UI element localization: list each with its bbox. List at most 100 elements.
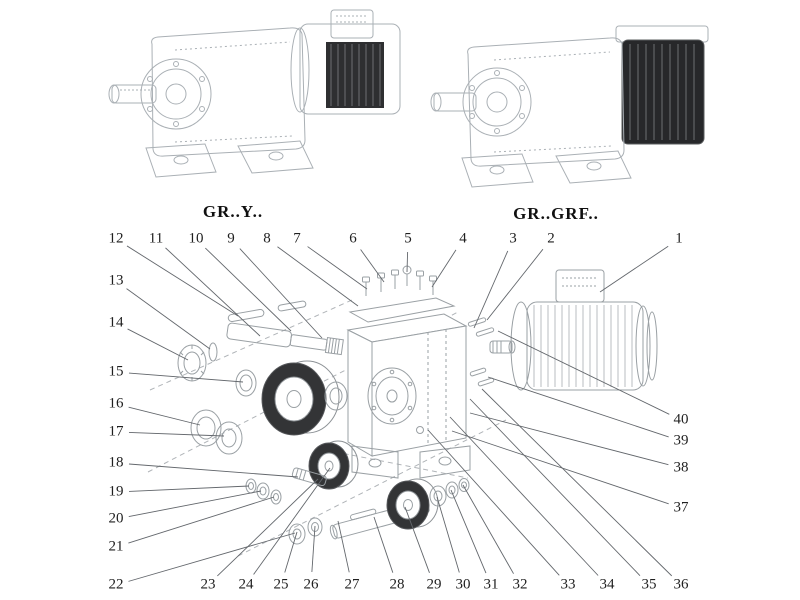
- callout-9: 9: [225, 230, 237, 248]
- leader-line-27: [337, 520, 350, 573]
- callout-12: 12: [106, 230, 126, 248]
- leader-line-3: [473, 250, 509, 329]
- bearing-pair: [190, 409, 243, 455]
- input-face: [140, 58, 212, 130]
- leader-line-21: [128, 496, 275, 544]
- callout-18: 18: [106, 454, 126, 472]
- leader-line-15: [128, 372, 244, 383]
- leader-line-24: [253, 467, 331, 575]
- leader-line-36: [481, 388, 673, 577]
- callout-16: 16: [106, 395, 126, 413]
- drain-plug: [416, 426, 424, 434]
- callout-37: 37: [671, 499, 691, 517]
- output-shaft-stub: [433, 92, 477, 112]
- leader-line-9: [239, 248, 323, 339]
- mounting-foot: [555, 150, 632, 184]
- leader-line-6: [360, 249, 385, 283]
- callout-24: 24: [236, 576, 256, 594]
- leader-line-33: [427, 429, 560, 576]
- leader-line-34: [449, 416, 599, 576]
- output-washers: [429, 478, 470, 507]
- callout-20: 20: [106, 510, 126, 528]
- leader-line-32: [462, 484, 514, 574]
- leader-line-14: [127, 328, 189, 361]
- intermediate-gear: [291, 440, 359, 490]
- assembled-unit-gr-grf-drawing: [430, 25, 709, 188]
- callout-7: 7: [291, 230, 303, 248]
- motor-flange: [510, 301, 532, 391]
- callout-15: 15: [106, 363, 126, 381]
- callout-1: 1: [673, 230, 685, 248]
- fan-cover: [646, 311, 658, 381]
- leader-line-39: [487, 376, 669, 438]
- callout-23: 23: [198, 576, 218, 594]
- bearing-upper: [177, 344, 207, 382]
- output-gear: [386, 478, 439, 530]
- leader-line-26: [311, 525, 316, 573]
- leader-line-22: [128, 532, 296, 582]
- callout-30: 30: [453, 576, 473, 594]
- assembled-unit-gr-y-drawing: [108, 9, 401, 178]
- leader-line-28: [373, 516, 394, 573]
- leader-line-16: [128, 406, 201, 426]
- cover-plate: [348, 297, 456, 323]
- callout-22: 22: [106, 576, 126, 594]
- callout-14: 14: [106, 314, 126, 332]
- leader-line-8: [277, 246, 359, 307]
- finned-cooling-box: [621, 39, 705, 145]
- motor-casing: [299, 23, 401, 115]
- callout-27: 27: [342, 576, 362, 594]
- bearing-small: [324, 381, 348, 411]
- callout-31: 31: [481, 576, 501, 594]
- leader-line-5: [406, 251, 409, 273]
- callout-33: 33: [558, 576, 578, 594]
- leader-line-29: [404, 506, 430, 573]
- leader-line-23: [217, 478, 319, 577]
- gearbox-body: [467, 37, 625, 167]
- large-gear: [261, 360, 340, 436]
- shaft-keys: [227, 300, 307, 323]
- callout-19: 19: [106, 483, 126, 501]
- seal-ring: [235, 369, 257, 397]
- leader-lines: [126, 245, 673, 582]
- callout-38: 38: [671, 459, 691, 477]
- cover-bolts: [362, 265, 437, 296]
- leader-line-11: [165, 247, 261, 337]
- leader-line-13: [126, 288, 211, 350]
- variant-title-gr-y: GR..Y..: [202, 202, 264, 221]
- motor-flange: [290, 27, 310, 113]
- gear-housing: [346, 297, 471, 479]
- terminal-box: [555, 269, 605, 303]
- leader-line-35: [469, 398, 641, 576]
- callout-3: 3: [507, 230, 519, 248]
- gearbox-body: [151, 27, 306, 157]
- output-shaft-stub: [111, 84, 157, 104]
- leader-line-37: [451, 430, 669, 505]
- motor-studs: [467, 317, 495, 387]
- housing-foot: [419, 445, 471, 479]
- variant-title-gr-grf: GR..GRF..: [513, 204, 599, 223]
- leader-line-2: [486, 248, 544, 321]
- leader-line-4: [431, 249, 457, 288]
- retaining-ring: [208, 342, 218, 362]
- housing-foot: [351, 445, 399, 479]
- callout-32: 32: [510, 576, 530, 594]
- leader-line-30: [436, 496, 460, 573]
- callout-36: 36: [671, 576, 691, 594]
- leader-line-25: [284, 531, 298, 573]
- callout-17: 17: [106, 423, 126, 441]
- leader-line-17: [128, 432, 225, 437]
- leader-line-38: [469, 412, 669, 466]
- callout-39: 39: [671, 432, 691, 450]
- leader-line-10: [205, 247, 292, 332]
- callout-13: 13: [106, 272, 126, 290]
- leader-line-18: [128, 463, 299, 478]
- mounting-foot: [237, 140, 314, 174]
- callout-10: 10: [186, 230, 206, 248]
- leader-line-20: [128, 490, 262, 517]
- callout-29: 29: [424, 576, 444, 594]
- leader-line-19: [128, 485, 250, 492]
